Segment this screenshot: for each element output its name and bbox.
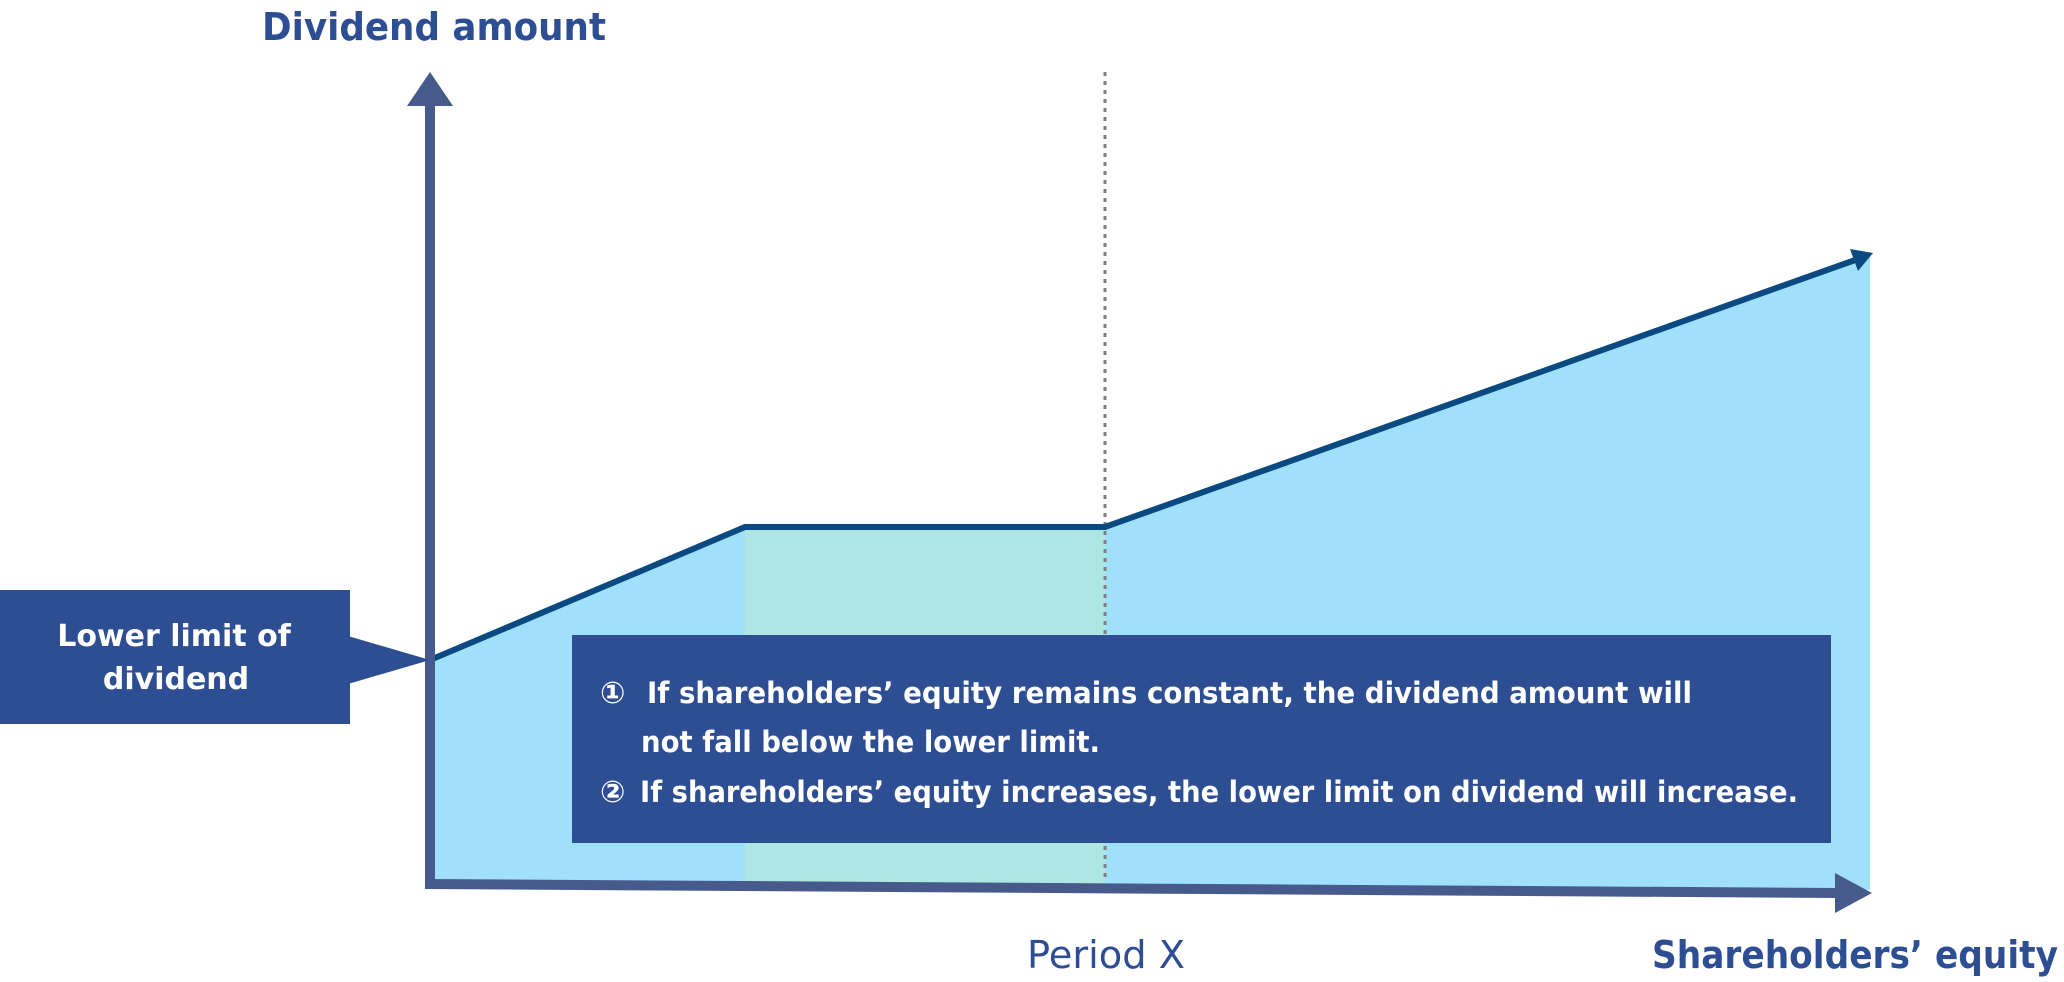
y-axis-arrowhead <box>407 72 453 106</box>
x-axis-line <box>424 879 1839 898</box>
point-2-marker: ② <box>600 775 625 810</box>
lower-limit-callout <box>0 590 350 724</box>
explanation-box <box>572 635 1831 843</box>
y-axis-title: Dividend amount <box>262 5 606 49</box>
point-1-line-2: not fall below the lower limit. <box>641 725 1100 759</box>
point-1-line-1: If shareholders’ equity remains constant… <box>647 676 1692 710</box>
point-2-line-1: If shareholders’ equity increases, the l… <box>640 775 1798 809</box>
x-axis-arrowhead <box>1835 873 1872 913</box>
point-1-marker: ① <box>600 676 625 711</box>
dividend-line-arrowhead <box>1850 249 1873 271</box>
period-x-label: Period X <box>1027 933 1185 977</box>
dividend-line <box>428 256 1860 663</box>
x-axis-title: Shareholders’ equity <box>1652 933 2058 977</box>
lower-limit-label-line2: dividend <box>103 662 249 697</box>
lower-limit-callout-pointer <box>348 636 430 684</box>
lower-limit-label-line1: Lower limit of <box>57 619 292 654</box>
